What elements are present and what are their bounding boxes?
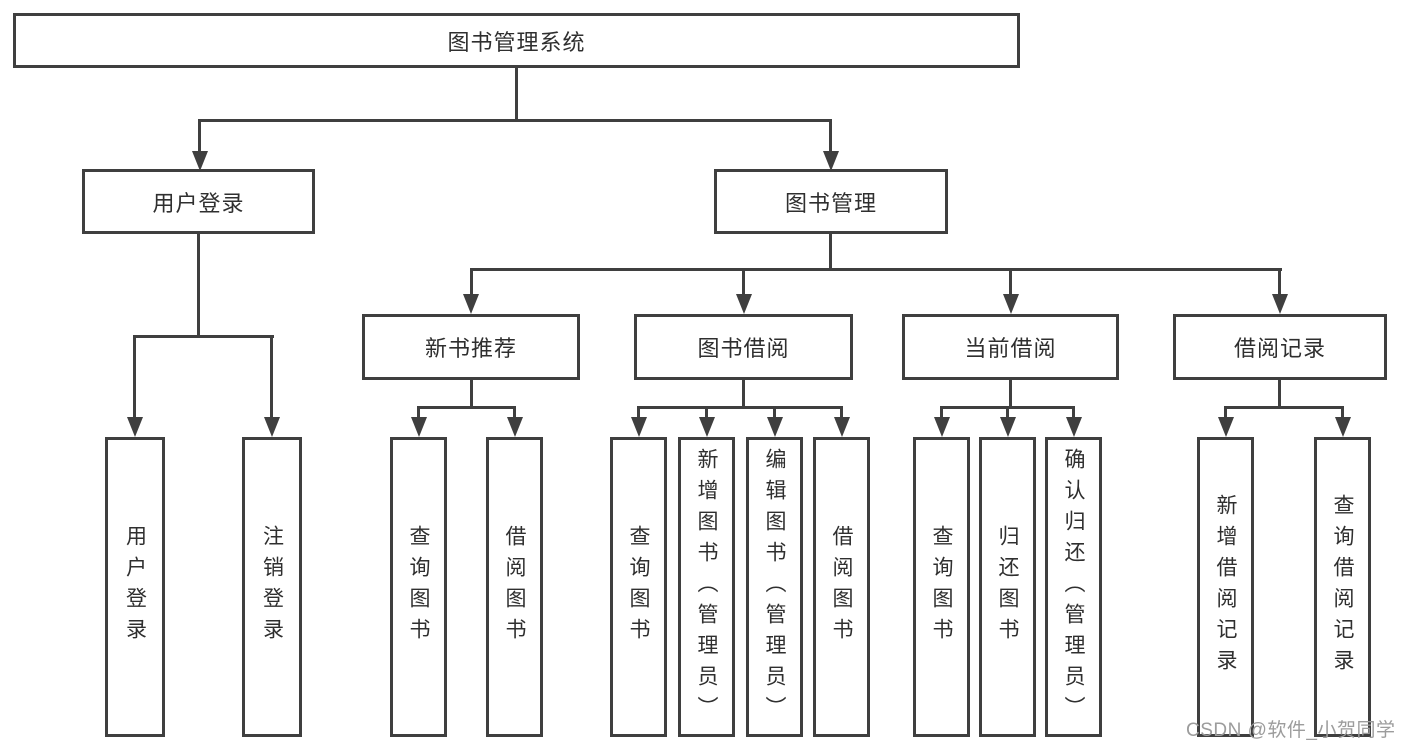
leaf-borrow-books-newbook-label: 借阅图书 bbox=[503, 525, 526, 649]
leaf-edit-books-admin-label: 编辑图书（管理员） bbox=[763, 447, 786, 727]
connector-drop-a1 bbox=[417, 406, 420, 419]
arrow-down-user-login bbox=[192, 151, 208, 171]
connector-drop-borrowing bbox=[742, 268, 745, 296]
leaf-query-books-current-label: 查询图书 bbox=[930, 525, 953, 649]
connector-root-stem bbox=[515, 66, 518, 121]
leaf-query-books-borrow: 查询图书 bbox=[610, 437, 667, 737]
connector-drop-b2 bbox=[705, 406, 708, 419]
arrow-down-a1 bbox=[411, 417, 427, 437]
leaf-query-books-newbook-label: 查询图书 bbox=[407, 525, 430, 649]
leaf-query-borrow-record-label: 查询借阅记录 bbox=[1331, 494, 1354, 680]
node-new-book-recommend: 新书推荐 bbox=[362, 314, 580, 380]
arrow-down-c1 bbox=[934, 417, 950, 437]
leaf-return-books-label: 归还图书 bbox=[996, 525, 1019, 649]
leaf-edit-books-admin: 编辑图书（管理员） bbox=[746, 437, 803, 737]
connector-book-mgmt-bar bbox=[470, 268, 1282, 271]
connector-drop-c1 bbox=[940, 406, 943, 419]
connector-borrowing-stem bbox=[742, 378, 745, 408]
node-book-borrowing-label: 图书借阅 bbox=[697, 336, 790, 361]
connector-drop-c3 bbox=[1072, 406, 1075, 419]
arrow-down-b2 bbox=[699, 417, 715, 437]
node-book-management-label: 图书管理 bbox=[784, 190, 877, 216]
connector-records-stem bbox=[1278, 378, 1281, 408]
connector-user-login-stem bbox=[197, 233, 200, 337]
leaf-user-login: 用户登录 bbox=[105, 437, 165, 737]
arrow-down-c3 bbox=[1066, 417, 1082, 437]
connector-records-bar bbox=[1224, 406, 1344, 409]
leaf-confirm-return-admin-label: 确认归还（管理员） bbox=[1062, 447, 1085, 727]
leaf-return-books: 归还图书 bbox=[979, 437, 1036, 737]
leaf-borrow-books-borrow: 借阅图书 bbox=[813, 437, 870, 737]
node-book-management: 图书管理 bbox=[714, 169, 948, 234]
arrow-down-c2 bbox=[1000, 417, 1016, 437]
node-borrowing-records: 借阅记录 bbox=[1173, 314, 1387, 380]
connector-drop-book-mgmt bbox=[829, 119, 832, 153]
arrow-down-b4 bbox=[834, 417, 850, 437]
leaf-query-books-current: 查询图书 bbox=[913, 437, 970, 737]
arrow-down-b1 bbox=[631, 417, 647, 437]
leaf-query-books-borrow-label: 查询图书 bbox=[627, 525, 650, 649]
connector-drop-leaf-logout bbox=[270, 335, 273, 419]
leaf-add-books-admin: 新增图书（管理员） bbox=[678, 437, 735, 737]
connector-drop-c2 bbox=[1006, 406, 1009, 419]
leaf-confirm-return-admin: 确认归还（管理员） bbox=[1045, 437, 1102, 737]
connector-drop-b4 bbox=[840, 406, 843, 419]
node-user-login-label: 用户登录 bbox=[152, 190, 245, 216]
leaf-add-borrow-record: 新增借阅记录 bbox=[1197, 437, 1254, 737]
arrow-down-a2 bbox=[507, 417, 523, 437]
connector-borrowing-bar bbox=[637, 406, 843, 409]
node-borrowing-records-label: 借阅记录 bbox=[1233, 336, 1326, 361]
arrow-down-leaf-logout bbox=[264, 417, 280, 437]
connector-drop-b3 bbox=[773, 406, 776, 419]
leaf-logout-login: 注销登录 bbox=[242, 437, 302, 737]
connector-new-books-stem bbox=[470, 378, 473, 408]
node-current-borrowing-label: 当前借阅 bbox=[964, 336, 1057, 361]
connector-book-mgmt-stem bbox=[829, 234, 832, 270]
node-root-label: 图书管理系统 bbox=[447, 29, 586, 55]
leaf-query-books-newbook: 查询图书 bbox=[390, 437, 447, 737]
leaf-add-borrow-record-label: 新增借阅记录 bbox=[1214, 494, 1237, 680]
connector-drop-current bbox=[1009, 268, 1012, 296]
node-current-borrowing: 当前借阅 bbox=[902, 314, 1119, 380]
node-user-login: 用户登录 bbox=[82, 169, 315, 234]
arrow-down-leaf-login bbox=[127, 417, 143, 437]
connector-drop-a2 bbox=[513, 406, 516, 419]
connector-drop-d2 bbox=[1341, 406, 1344, 419]
arrow-down-d1 bbox=[1218, 417, 1234, 437]
connector-new-books-bar bbox=[417, 406, 516, 409]
csdn-watermark: CSDN @软件_小贺同学 bbox=[1186, 720, 1396, 741]
arrow-down-records bbox=[1272, 294, 1288, 314]
leaf-borrow-books-borrow-label: 借阅图书 bbox=[830, 525, 853, 649]
arrow-down-new-books bbox=[463, 294, 479, 314]
arrow-down-b3 bbox=[767, 417, 783, 437]
connector-drop-records bbox=[1278, 268, 1281, 296]
connector-drop-user-login bbox=[198, 119, 201, 153]
connector-user-login-bar bbox=[133, 335, 274, 338]
connector-current-stem bbox=[1009, 378, 1012, 408]
connector-drop-d1 bbox=[1224, 406, 1227, 419]
leaf-query-borrow-record: 查询借阅记录 bbox=[1314, 437, 1371, 737]
connector-drop-new-books bbox=[470, 268, 473, 296]
leaf-add-books-admin-label: 新增图书（管理员） bbox=[695, 447, 718, 727]
leaf-borrow-books-newbook: 借阅图书 bbox=[486, 437, 543, 737]
node-root: 图书管理系统 bbox=[13, 13, 1020, 68]
leaf-logout-login-label: 注销登录 bbox=[260, 525, 284, 649]
connector-drop-leaf-login bbox=[133, 335, 136, 419]
arrow-down-d2 bbox=[1335, 417, 1351, 437]
arrow-down-current bbox=[1003, 294, 1019, 314]
arrow-down-book-mgmt bbox=[823, 151, 839, 171]
leaf-user-login-label: 用户登录 bbox=[123, 525, 147, 649]
connector-drop-b1 bbox=[637, 406, 640, 419]
connector-root-bar bbox=[198, 119, 832, 122]
arrow-down-borrowing bbox=[736, 294, 752, 314]
node-book-borrowing: 图书借阅 bbox=[634, 314, 853, 380]
node-new-book-recommend-label: 新书推荐 bbox=[424, 336, 517, 361]
